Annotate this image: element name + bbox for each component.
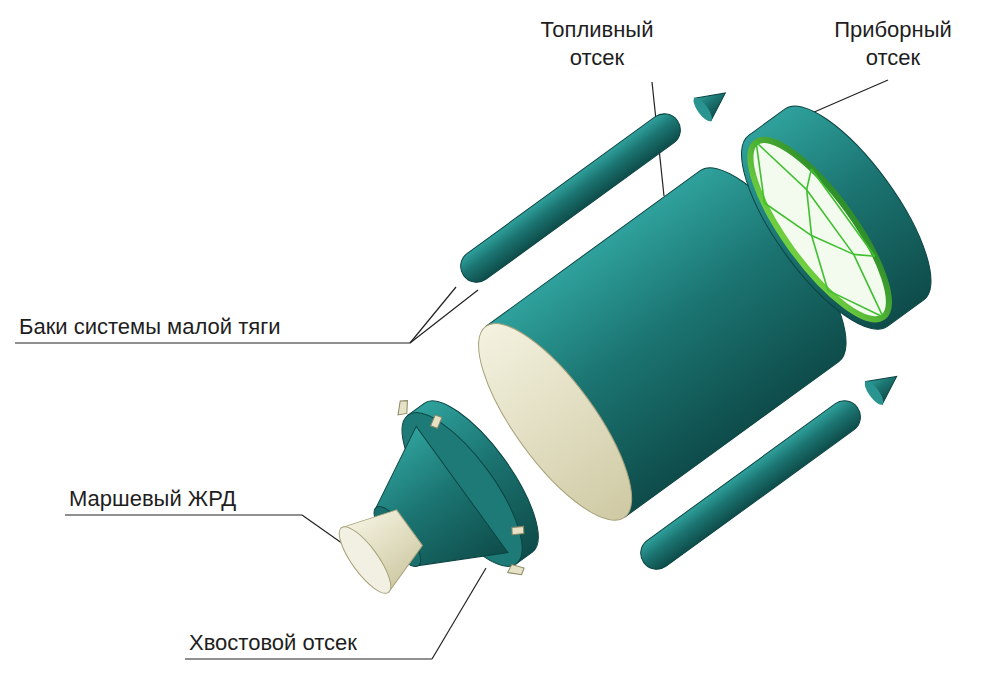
part-label: Приборный отсек [806, 16, 980, 72]
underline [15, 342, 410, 343]
part-label: Баки системы малой тяги [17, 313, 283, 341]
instrument-compartment [716, 85, 956, 349]
leader-line [432, 568, 486, 659]
tank-cap-base [690, 95, 715, 124]
tail-compartment [324, 372, 565, 628]
truss [733, 125, 907, 334]
part-label: Топливный отсек [510, 16, 684, 72]
spacecraft [244, 29, 990, 700]
underline [65, 514, 302, 515]
part-label: Хвостовой отсек [187, 629, 359, 657]
underline [185, 658, 432, 659]
leader-line [410, 287, 456, 343]
tank-cap-base [862, 379, 887, 408]
ring-inner [729, 122, 911, 337]
leader-line [410, 290, 478, 343]
tank [634, 365, 907, 575]
main-engine-nozzle [331, 495, 433, 600]
part-label: Маршевый ЖРД [67, 485, 238, 513]
